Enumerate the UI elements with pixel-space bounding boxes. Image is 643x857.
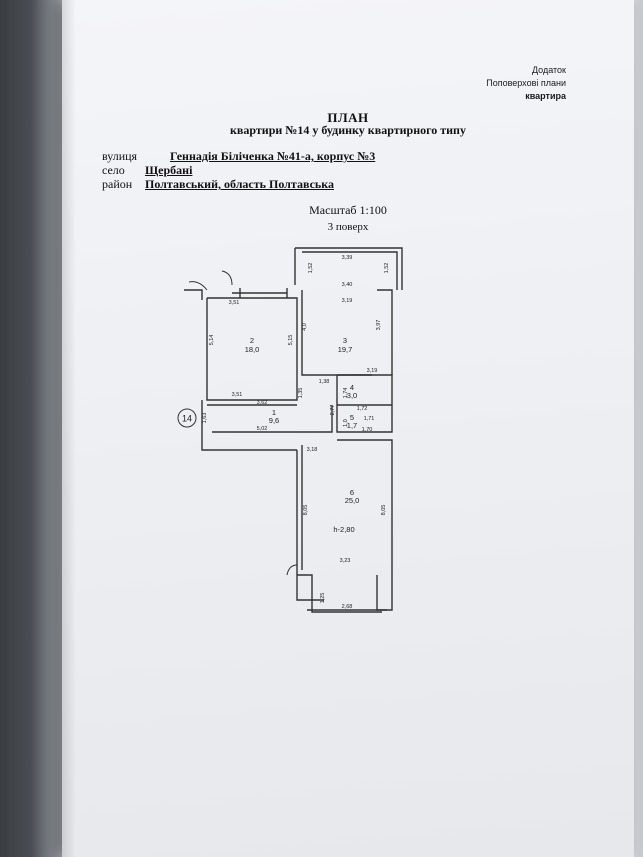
dim-corridor-b: 1,35 <box>298 388 304 399</box>
floor-label: 3 поверх <box>327 221 369 233</box>
village-field: село Щербані <box>102 163 192 178</box>
room-5-number: 5 <box>350 413 354 422</box>
dim-room4-left: 1,74 <box>343 388 349 399</box>
district-field: район Полтавський, область Полтавська <box>102 177 334 192</box>
room-4-area: 3,0 <box>347 391 357 400</box>
dim-balcony-left: 1,52 <box>308 263 314 274</box>
dim-room6-right: 8,05 <box>381 505 387 516</box>
dim-room3-left: 4,0 <box>302 323 308 331</box>
room-1-number: 1 <box>272 408 276 417</box>
room-2-area: 18,0 <box>245 345 260 354</box>
floor-plan: 14 2 18,0 3 19,7 1 9,6 4 3,0 5 1,7 6 25,… <box>177 247 403 613</box>
dim-room3-top: 3,19 <box>342 298 353 304</box>
dim-room5-bottom: 1,70 <box>362 427 373 433</box>
apartment-mark-label: 14 <box>182 414 192 424</box>
dim-room6-left: 8,05 <box>303 505 309 516</box>
scale-label: Масштаб 1:100 <box>309 203 387 217</box>
dim-room6-bottom: 3,23 <box>340 558 351 564</box>
street-label: вулиця <box>102 149 138 163</box>
dim-room2-left: 5,14 <box>209 335 215 346</box>
plan-walls <box>184 247 403 613</box>
room-4-number: 4 <box>350 383 354 392</box>
street-value: Геннадія Біліченка №41-а, корпус №3 <box>170 149 376 163</box>
dim-room6-bay-left: 1,25 <box>320 593 326 604</box>
ceiling-height: h-2,80 <box>333 525 354 534</box>
dim-room5-left: 1,0 <box>343 419 349 427</box>
dim-room6-top: 3,18 <box>307 447 318 453</box>
dim-hall-top: 3,62 <box>257 400 268 406</box>
dim-room2-right: 5,15 <box>288 335 294 346</box>
sheet-edge-shadow <box>62 0 76 857</box>
room-5-area: 1,7 <box>347 421 357 430</box>
document-title: ПЛАН <box>327 110 369 125</box>
addendum-note: Додаток Поповерхові плани квартира <box>486 64 566 103</box>
addendum-line-1: Додаток <box>531 65 566 75</box>
room-6-area: 25,0 <box>345 496 360 505</box>
room-2-number: 2 <box>250 336 254 345</box>
dim-balcony-inner: 3,40 <box>342 282 353 288</box>
dim-room2-bottom: 3,51 <box>232 392 243 398</box>
dim-room6-bay-bottom: 2,68 <box>342 604 353 610</box>
dim-room3-bottom: 3,19 <box>367 368 378 374</box>
village-value: Щербані <box>145 163 193 177</box>
village-label: село <box>102 163 125 177</box>
addendum-line-2: Поповерхові плани <box>486 78 566 88</box>
room-3-area: 19,7 <box>338 345 353 354</box>
background-left <box>0 0 70 857</box>
dim-room5-right: 1,71 <box>364 416 375 422</box>
dim-room2-top: 3,51 <box>229 300 240 306</box>
dim-hall-bottom: 5,02 <box>257 426 268 432</box>
dim-corridor-c: 2,77 <box>330 405 336 416</box>
street-field: вулиця Геннадія Біліченка №41-а, корпус №… <box>102 149 375 164</box>
apartment-mark: 14 <box>177 408 197 428</box>
document-subtitle: квартири №14 у будинку квартирного типу <box>230 123 466 137</box>
dim-hall-left: 1,63 <box>202 413 208 424</box>
addendum-line-3: квартира <box>525 91 566 101</box>
room-1-area: 9,6 <box>269 416 279 425</box>
dim-balcony-top: 3,39 <box>342 255 353 261</box>
dim-corridor-a: 1,38 <box>319 379 330 385</box>
room-6-number: 6 <box>350 488 354 497</box>
dim-balcony-right: 1,52 <box>384 263 390 274</box>
document-sheet: Додаток Поповерхові плани квартира ПЛАН … <box>62 0 634 857</box>
room-3-number: 3 <box>343 336 347 345</box>
district-label: район <box>102 177 133 191</box>
door-arcs <box>188 270 298 576</box>
dim-room4-bottom: 1,72 <box>357 406 368 412</box>
dim-room3-right: 3,97 <box>376 320 382 331</box>
district-value: Полтавський, область Полтавська <box>145 177 334 191</box>
